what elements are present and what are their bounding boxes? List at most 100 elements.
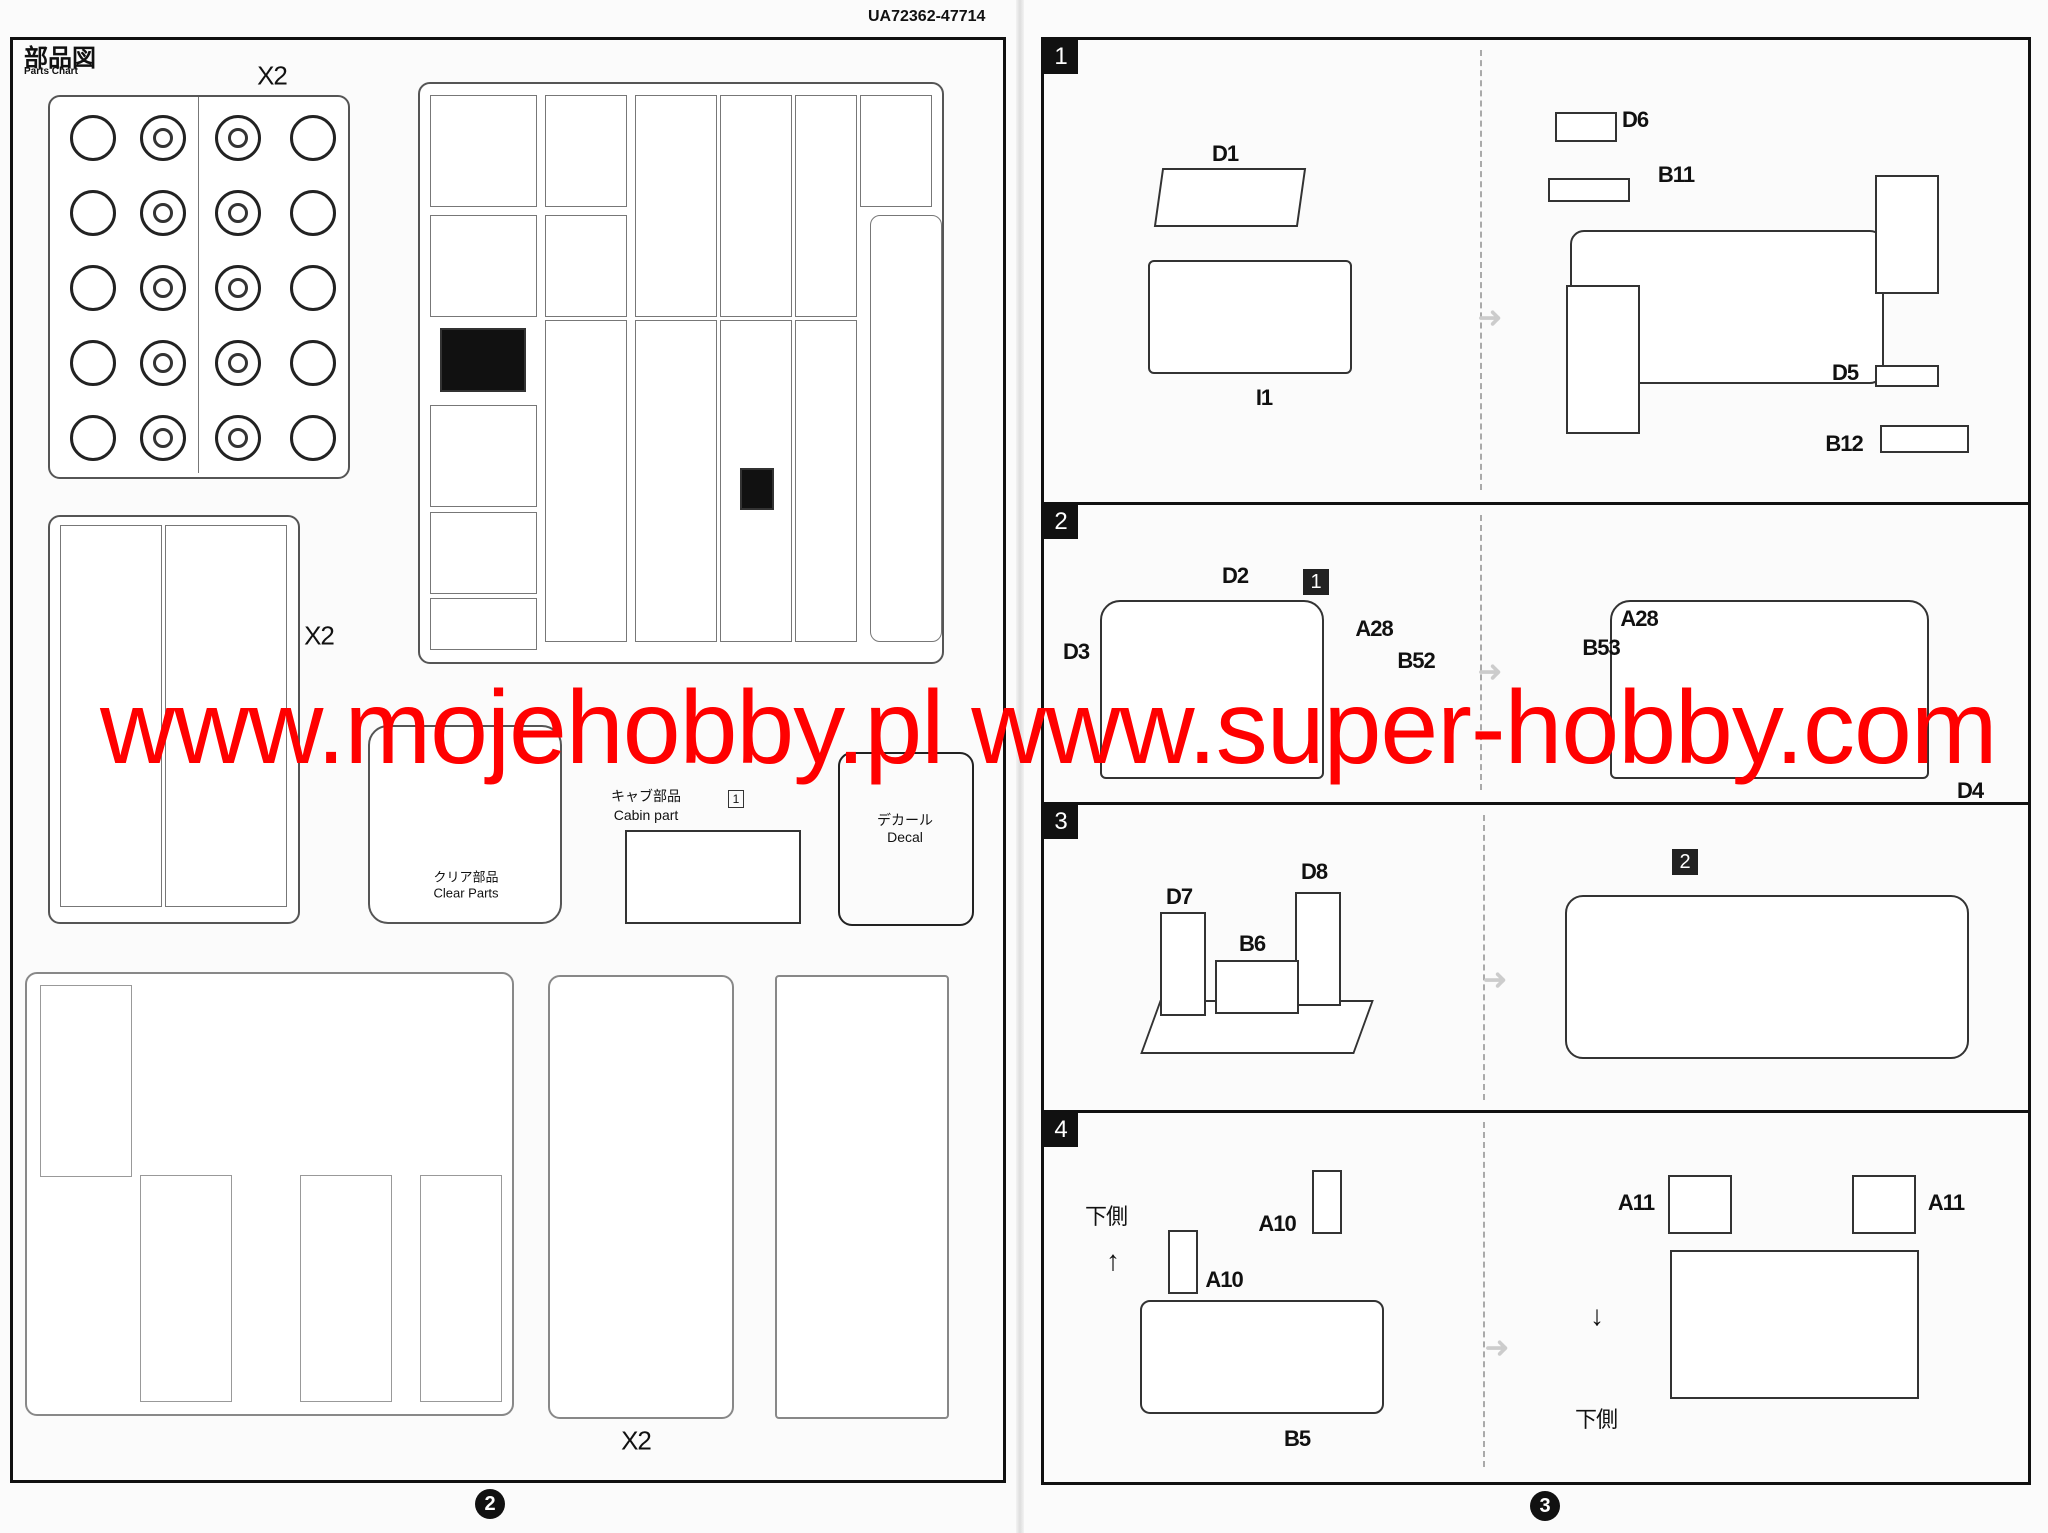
part-label: D4 <box>1956 778 1984 803</box>
part-b12-drawing <box>1880 425 1969 453</box>
wheel-part <box>290 265 336 311</box>
part-b6-drawing <box>1215 960 1299 1014</box>
wheel-part <box>290 415 336 461</box>
part-label: A10 <box>1205 1267 1243 1292</box>
part-label: D8 <box>1300 859 1328 884</box>
cabin-part-drawing <box>625 830 801 924</box>
watermark: www.mojehobby.pl www.super-hobby.com <box>100 670 1998 786</box>
wheel-part <box>290 340 336 386</box>
step-reference-badge: 1 <box>1303 569 1329 595</box>
seat-d7-drawing <box>1160 912 1206 1016</box>
decal-label-jp: デカール <box>877 812 933 828</box>
arrow-icon: ➜ <box>1477 655 1503 689</box>
wheel-part <box>215 415 261 461</box>
cab-interior-drawing <box>1565 895 1969 1059</box>
wheel-part <box>70 265 116 311</box>
step-reference-badge: 2 <box>1672 849 1698 875</box>
part-label: A28 <box>1620 606 1658 631</box>
cab-frame-drawing <box>1148 260 1352 374</box>
part-b5-drawing <box>1140 1300 1384 1414</box>
wheel-part <box>70 190 116 236</box>
step-number: 1 <box>1044 40 1078 74</box>
sprue-tires <box>548 975 734 1419</box>
wheel-part <box>215 115 261 161</box>
part-d1-drawing <box>1153 168 1307 227</box>
rear-panel-drawing <box>1875 175 1939 294</box>
multiplier-label: X2 <box>621 1425 652 1456</box>
part-label: B5 <box>1283 1426 1311 1451</box>
multiplier-label: X2 <box>257 60 288 91</box>
part-a10-drawing <box>1312 1170 1342 1234</box>
part-d6-drawing <box>1555 112 1617 142</box>
part-label: B6 <box>1238 931 1266 956</box>
clear-parts-label-en: Clear Parts <box>433 885 499 901</box>
sprue-chassis <box>25 972 514 1416</box>
multiplier-label: X2 <box>304 620 335 651</box>
direction-label: 下側 <box>1574 1407 1618 1432</box>
wheel-part <box>140 415 186 461</box>
part-label: A10 <box>1258 1211 1296 1236</box>
decal-box <box>838 752 974 926</box>
parts-chart-frame <box>10 37 1006 1483</box>
parts-chart-title-en: Parts Chart <box>24 66 78 77</box>
door-drawing <box>1566 285 1640 434</box>
part-label: B52 <box>1397 648 1435 673</box>
arrow-icon: ➜ <box>1477 301 1503 335</box>
wheel-part <box>215 265 261 311</box>
part-label: D6 <box>1621 107 1649 132</box>
wheel-part <box>70 415 116 461</box>
part-label: D3 <box>1062 639 1090 664</box>
wheel-part <box>290 190 336 236</box>
part-label: I1 <box>1255 385 1273 410</box>
part-a10-drawing <box>1168 1230 1198 1294</box>
assembly-steps-frame <box>1041 37 2031 1485</box>
part-label: D5 <box>1831 360 1859 385</box>
step-number: 4 <box>1044 1113 1078 1147</box>
wheel-part <box>215 190 261 236</box>
cab-assembly-front-drawing <box>1100 600 1324 779</box>
seat-d8-drawing <box>1295 892 1341 1006</box>
wheel-part <box>70 115 116 161</box>
arrow-down-icon: ↓ <box>1590 1300 1604 1331</box>
wheel-part <box>70 340 116 386</box>
part-label: B12 <box>1825 431 1863 456</box>
cabin-part-label-en: Cabin part <box>613 807 679 823</box>
cab-assembly-rear-drawing <box>1610 600 1929 779</box>
part-label: B11 <box>1657 162 1695 187</box>
clear-parts-sprue <box>368 725 562 924</box>
part-a11-drawing <box>1668 1175 1732 1234</box>
part-label: A11 <box>1927 1190 1965 1215</box>
part-d5-drawing <box>1875 365 1939 387</box>
part-label: B53 <box>1582 635 1620 660</box>
part-label: D1 <box>1211 141 1239 166</box>
arrow-icon: ➜ <box>1482 963 1508 997</box>
page-number-left: 2 <box>475 1489 505 1519</box>
cabin-badge: 1 <box>728 790 744 808</box>
frame-assembly-drawing <box>1670 1250 1919 1399</box>
clear-parts-label-jp: クリア部品 <box>433 869 499 885</box>
part-label: A28 <box>1355 616 1393 641</box>
step-number: 2 <box>1044 505 1078 539</box>
document-code: UA72362-47714 <box>868 8 986 25</box>
step-number: 3 <box>1044 805 1078 839</box>
arrow-up-icon: ↑ <box>1106 1245 1120 1276</box>
sprue-details <box>775 975 949 1419</box>
part-label: D2 <box>1221 563 1249 588</box>
direction-label: 下側 <box>1084 1204 1128 1229</box>
part-b11-drawing <box>1548 178 1630 202</box>
wheel-part <box>215 340 261 386</box>
arrow-icon: ➜ <box>1484 1331 1510 1365</box>
wheel-part <box>140 115 186 161</box>
sprue-a <box>48 515 300 924</box>
part-label: D7 <box>1165 884 1193 909</box>
decal-label-en: Decal <box>887 829 923 845</box>
wheel-part <box>140 340 186 386</box>
page-number-right: 3 <box>1530 1491 1560 1521</box>
wheel-part <box>140 190 186 236</box>
part-label: A11 <box>1617 1190 1655 1215</box>
page-fold <box>1016 0 1024 1533</box>
parts-chart-title-jp: 部品図 <box>24 45 96 72</box>
wheel-part <box>290 115 336 161</box>
cabin-part-label-jp: キャブ部品 <box>611 788 681 804</box>
